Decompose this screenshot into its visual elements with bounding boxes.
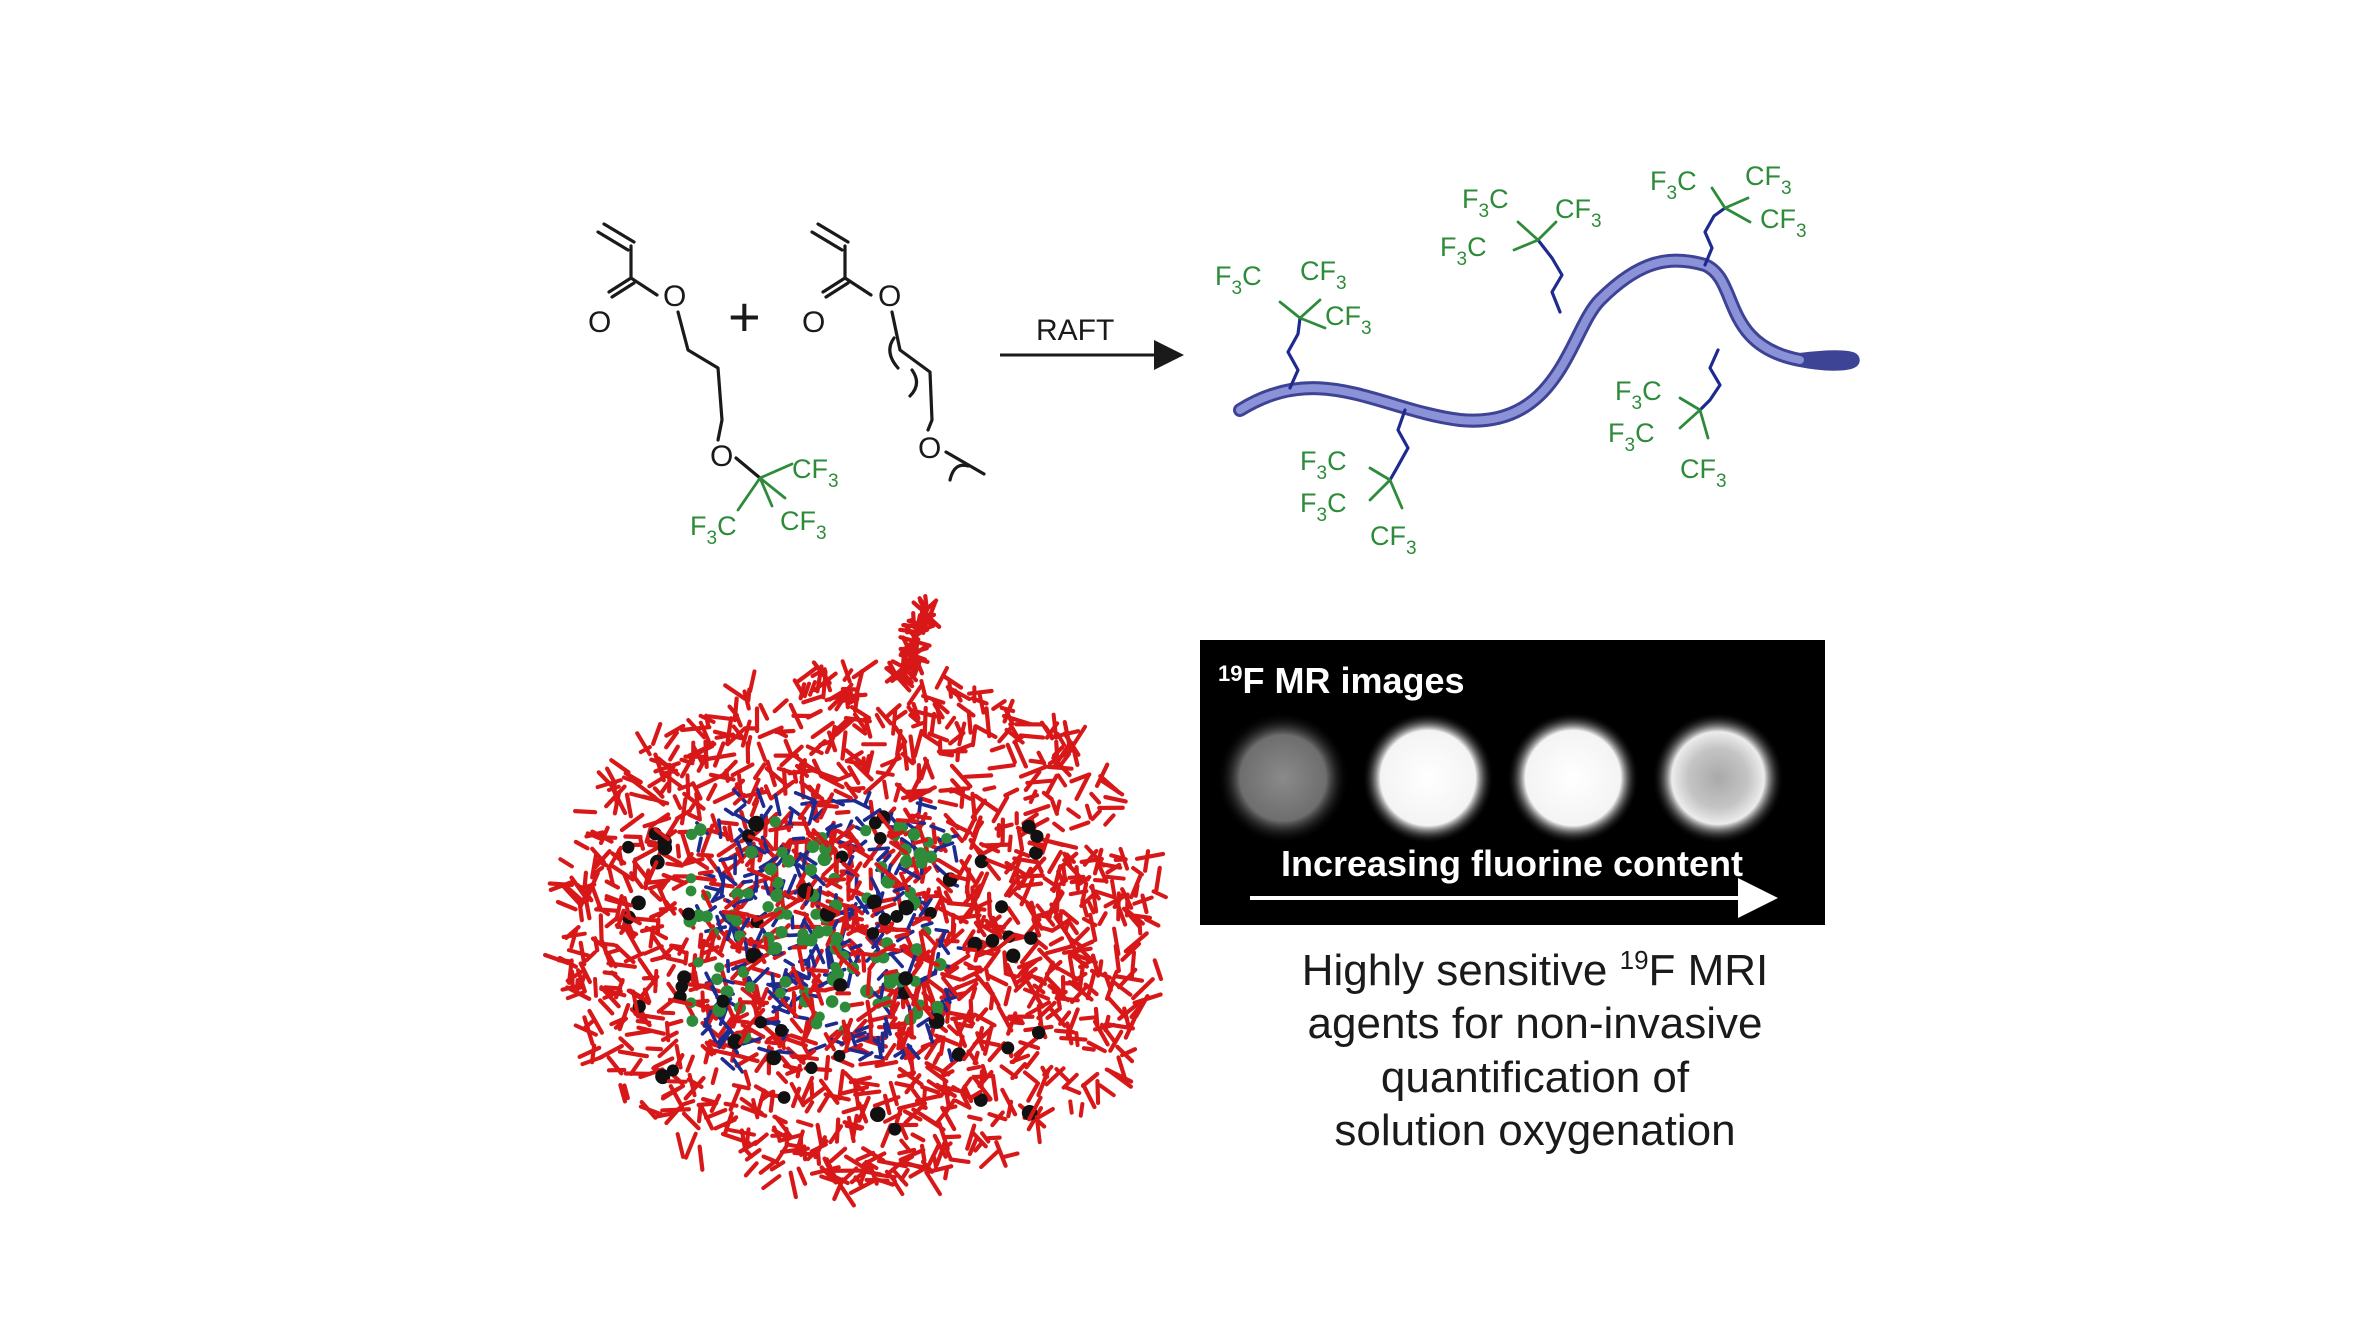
svg-text:F3C: F3C — [1300, 488, 1347, 526]
polymer-backbone — [1233, 253, 1860, 428]
mri-panel-title: 19F MR images — [1218, 660, 1465, 701]
fluorinated-pendant: F3C F3C CF3 — [1440, 184, 1602, 314]
monomer-fluorinated-acrylate: O O O CF3 CF3 F3C — [588, 222, 839, 549]
f3c-group-label: F3C — [690, 511, 737, 549]
fluorine-content-label: Increasing fluorine content — [1281, 843, 1743, 884]
monomer-peg-acrylate: O O O — [802, 222, 986, 482]
peg-oxygen-label: O — [918, 432, 941, 465]
svg-text:CF3: CF3 — [1760, 204, 1807, 242]
svg-text:CF3: CF3 — [792, 454, 839, 492]
svg-text:F3C: F3C — [1462, 184, 1509, 222]
svg-text:CF3: CF3 — [780, 506, 827, 544]
mri-spot-image — [1507, 712, 1639, 844]
mri-spot-row — [1217, 712, 1784, 844]
ester-oxygen-label: O — [878, 280, 901, 313]
ether-oxygen-label: O — [710, 440, 733, 473]
svg-text:CF3: CF3 — [1745, 161, 1792, 199]
svg-text:F3C: F3C — [690, 511, 737, 549]
plus-sign: + — [728, 285, 761, 348]
cf3-group-label: CF3 — [792, 454, 839, 492]
caption-line-2: agents for non-invasive — [1308, 999, 1763, 1048]
svg-text:F3C: F3C — [1300, 446, 1347, 484]
carbonyl-oxygen-label: O — [588, 306, 611, 339]
raft-reaction-arrow: RAFT — [1000, 314, 1184, 370]
svg-text:CF3: CF3 — [1555, 194, 1602, 232]
ester-oxygen-label: O — [663, 280, 686, 313]
svg-text:CF3: CF3 — [1680, 454, 1727, 492]
svg-text:F3C: F3C — [1608, 418, 1655, 456]
svg-text:F3C: F3C — [1650, 166, 1697, 204]
svg-text:CF3: CF3 — [1300, 256, 1347, 294]
carbonyl-oxygen-label: O — [802, 306, 825, 339]
fluorinated-pendant: F3C F3C CF3 — [1608, 348, 1727, 492]
svg-text:CF3: CF3 — [1370, 521, 1417, 559]
svg-text:CF3: CF3 — [1325, 301, 1372, 339]
svg-text:F3C: F3C — [1615, 376, 1662, 414]
raft-label: RAFT — [1036, 314, 1114, 347]
svg-text:F3C: F3C — [1215, 261, 1262, 299]
caption-line-4: solution oxygenation — [1334, 1106, 1735, 1155]
caption: Highly sensitive 19F MRI agents for non-… — [1302, 945, 1769, 1155]
mri-images-panel: 19F MR images Increasing fluorine conten… — [1200, 640, 1825, 925]
polymer-simulation-rendering — [542, 593, 1168, 1208]
fluorinated-pendant: F3C F3C CF3 — [1300, 408, 1417, 559]
mri-spot-image — [1362, 712, 1494, 844]
fluorinated-pendant: F3C CF3 CF3 — [1215, 256, 1372, 390]
caption-line-1: Highly sensitive 19F MRI — [1302, 945, 1769, 995]
svg-text:F3C: F3C — [1440, 232, 1487, 270]
mri-spot-image — [1652, 712, 1784, 844]
cf3-group-label: CF3 — [780, 506, 827, 544]
mri-spot-image — [1217, 712, 1349, 844]
fluorinated-pendant: F3C CF3 CF3 — [1650, 161, 1807, 267]
caption-line-3: quantification of — [1381, 1053, 1690, 1102]
